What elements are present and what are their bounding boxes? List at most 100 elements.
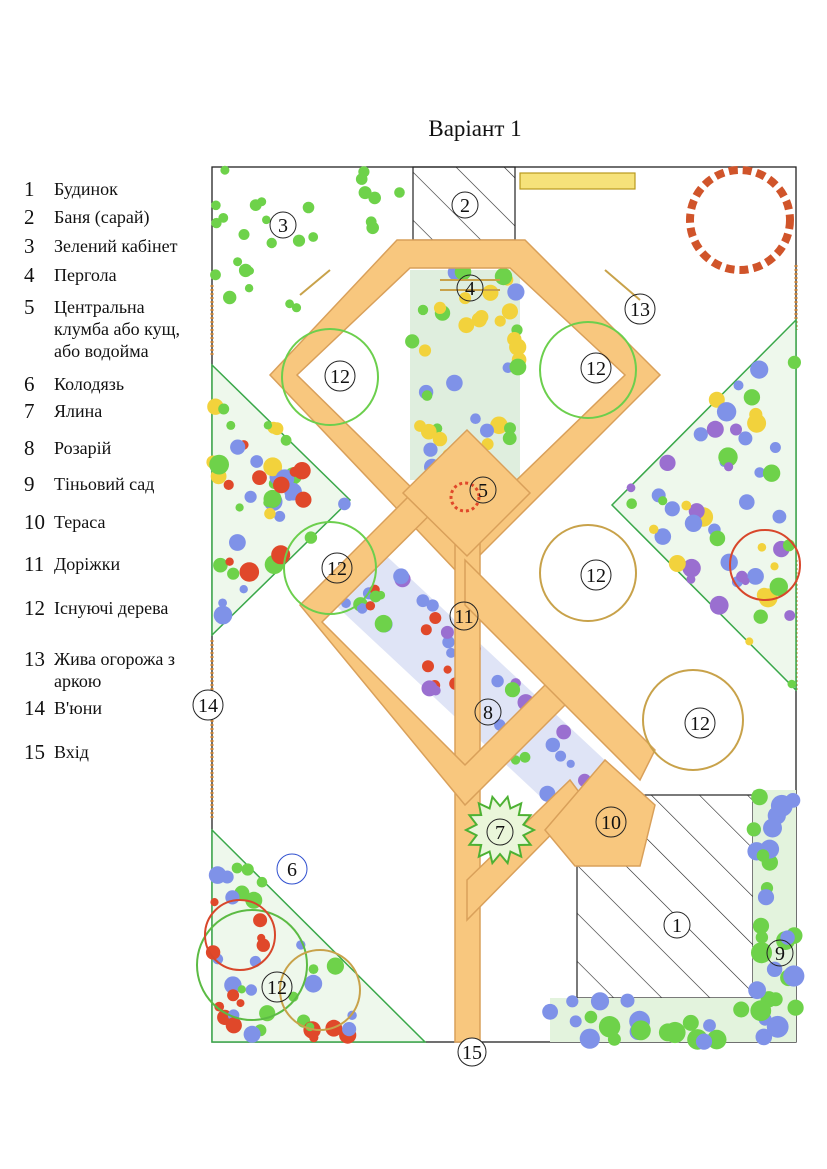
svg-text:10: 10 bbox=[601, 812, 621, 834]
plant-dot bbox=[754, 467, 765, 478]
plant-dot bbox=[338, 497, 351, 511]
plant-dot bbox=[263, 498, 272, 507]
tree-outline bbox=[283, 521, 377, 615]
plant-dot bbox=[227, 567, 240, 580]
plant-dot bbox=[490, 416, 508, 435]
plant-dot bbox=[784, 610, 796, 621]
plant-dot bbox=[766, 1015, 789, 1038]
plant-dot bbox=[569, 1015, 582, 1028]
plant-dot bbox=[273, 476, 290, 494]
svg-text:15: 15 bbox=[462, 1042, 482, 1064]
plant-dot bbox=[241, 863, 254, 876]
plant-dot bbox=[686, 574, 696, 584]
plant-dot bbox=[695, 1033, 713, 1050]
plant-dot bbox=[214, 1001, 225, 1012]
plant-dot bbox=[716, 402, 737, 422]
plant-dot bbox=[747, 568, 764, 585]
plant-dot bbox=[748, 981, 766, 1000]
diagonal-path-a bbox=[464, 558, 656, 782]
plant-dot bbox=[308, 964, 319, 974]
tree-marker: 12 bbox=[684, 707, 716, 739]
plant-dot bbox=[579, 1028, 600, 1049]
plant-dot bbox=[733, 1001, 750, 1018]
plant-dot bbox=[440, 625, 454, 639]
pergola bbox=[440, 279, 500, 291]
plant-dot bbox=[368, 191, 382, 205]
entrance-marker: 15 bbox=[457, 1037, 487, 1067]
plant-dot bbox=[205, 945, 221, 960]
plant-dot bbox=[755, 1028, 773, 1046]
plant-dot bbox=[706, 1029, 727, 1050]
svg-text:5: 5 bbox=[478, 480, 488, 502]
plant-dot bbox=[747, 413, 767, 433]
plant-dot bbox=[432, 431, 448, 447]
plant-dot bbox=[631, 1020, 651, 1041]
plant-dot bbox=[418, 344, 432, 357]
svg-text:12: 12 bbox=[267, 977, 287, 999]
spruce-marker: 7 bbox=[486, 818, 514, 846]
plant-dot bbox=[664, 501, 680, 517]
tree-outline bbox=[281, 328, 379, 426]
plant-dot bbox=[374, 614, 393, 633]
plant-dot bbox=[474, 310, 489, 324]
plant-dot bbox=[285, 299, 294, 309]
svg-text:6: 6 bbox=[287, 859, 297, 881]
plant-dot bbox=[598, 1015, 621, 1038]
svg-text:11: 11 bbox=[454, 606, 473, 628]
plant-dot bbox=[416, 594, 430, 608]
plant-dot bbox=[756, 849, 770, 862]
plant-dot bbox=[519, 751, 531, 763]
plant-dot bbox=[787, 679, 797, 689]
plant-dot bbox=[220, 870, 234, 884]
plant-dot bbox=[264, 507, 276, 520]
plant-dot bbox=[430, 685, 441, 696]
plant-dot bbox=[233, 257, 243, 267]
plant-dot bbox=[302, 201, 315, 214]
svg-text:12: 12 bbox=[586, 358, 606, 380]
plant-dot bbox=[458, 317, 475, 334]
plant-dot bbox=[213, 605, 233, 625]
plant-dot bbox=[709, 530, 726, 547]
plant-dot bbox=[654, 528, 672, 545]
tree-marker: 12 bbox=[324, 360, 356, 392]
plant-dot bbox=[244, 490, 257, 503]
plant-dot bbox=[244, 284, 254, 293]
plant-dot bbox=[211, 217, 222, 229]
plant-dot bbox=[243, 1025, 261, 1043]
plant-dot bbox=[235, 503, 244, 512]
plant-dot bbox=[304, 974, 323, 993]
plant-clusters bbox=[205, 165, 805, 1050]
plant-dot bbox=[291, 303, 302, 313]
plant-dot bbox=[280, 434, 292, 446]
plant-dot bbox=[607, 1032, 621, 1046]
plant-dot bbox=[769, 577, 788, 596]
plant-dot bbox=[762, 464, 781, 482]
svg-text:12: 12 bbox=[327, 558, 347, 580]
plant-dot bbox=[755, 931, 769, 944]
plant-dot bbox=[420, 624, 432, 636]
plant-dot bbox=[262, 215, 271, 225]
plant-dot bbox=[223, 479, 234, 490]
plant-dot bbox=[442, 635, 455, 649]
plant-dot bbox=[417, 304, 429, 316]
plant-dot bbox=[787, 355, 802, 369]
plant-dot bbox=[443, 665, 452, 674]
plant-dot bbox=[501, 303, 518, 320]
plant-dot bbox=[681, 500, 692, 511]
plant-dot bbox=[556, 724, 572, 740]
plant-dot bbox=[504, 422, 516, 435]
plant-dot bbox=[245, 266, 254, 275]
plant-dot bbox=[507, 332, 522, 347]
tree-outline bbox=[539, 321, 637, 419]
plant-dot bbox=[358, 186, 372, 200]
plant-dot bbox=[668, 555, 686, 572]
plant-dot bbox=[213, 557, 228, 573]
plant-dot bbox=[256, 876, 268, 888]
plant-dot bbox=[446, 374, 463, 392]
paths-marker: 11 bbox=[449, 601, 479, 631]
